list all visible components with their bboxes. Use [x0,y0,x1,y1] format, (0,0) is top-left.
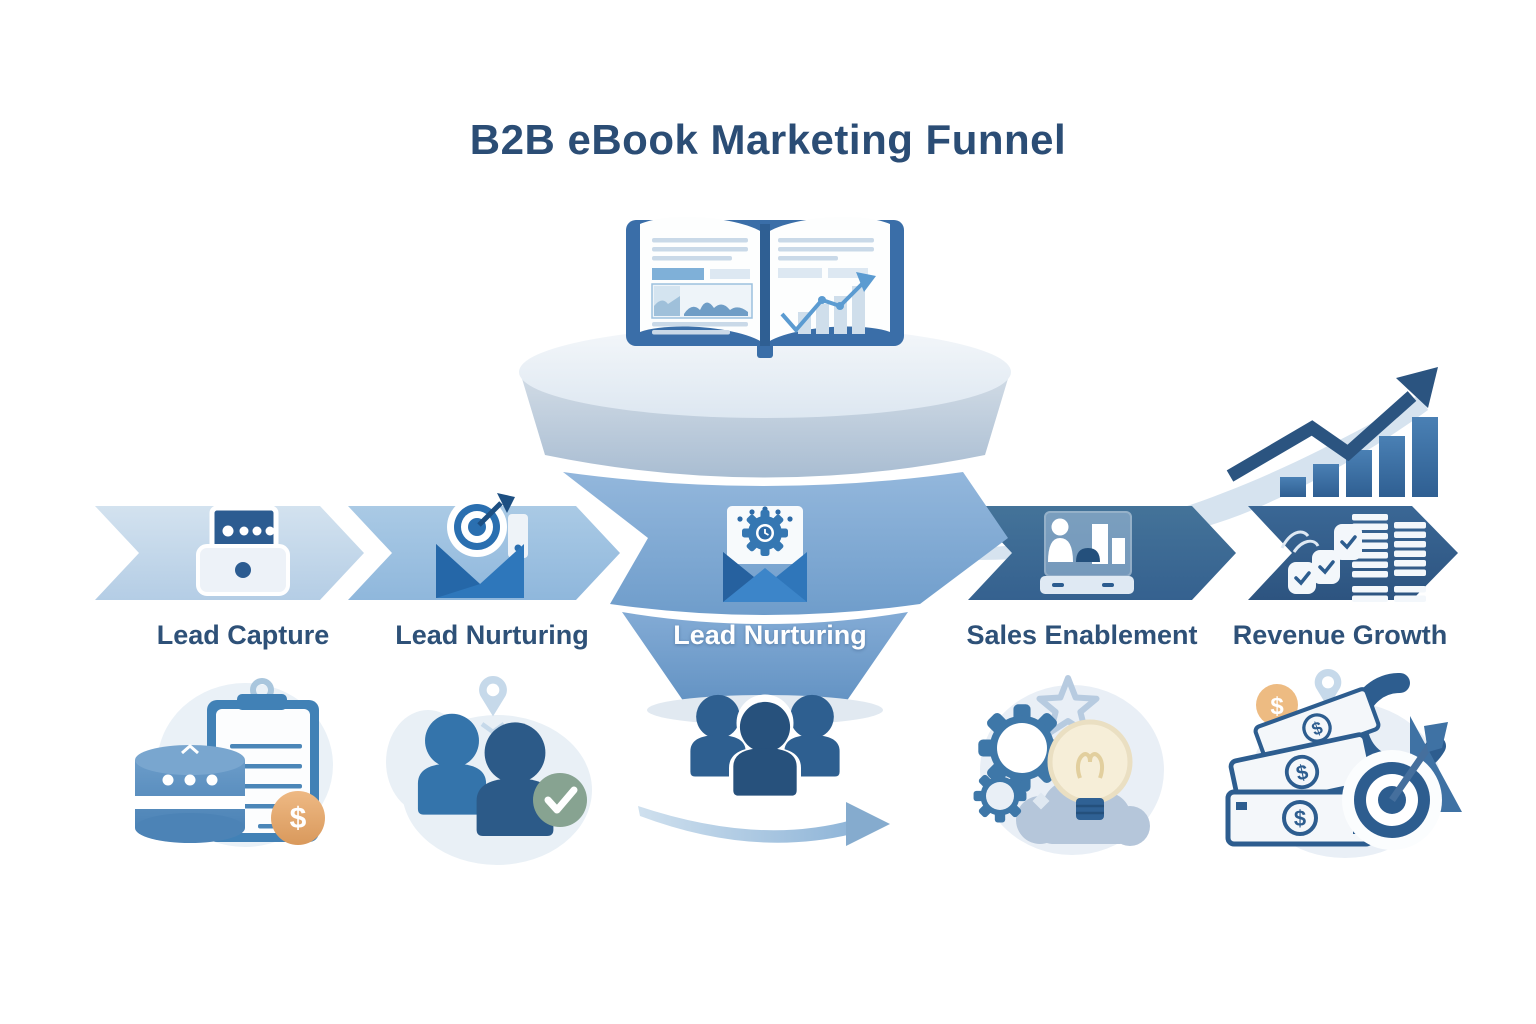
people-check-pin-illustration [386,675,592,865]
money-target-growth-illustration: $ $ $ $ [1225,668,1462,858]
stage-label-lead-nurturing: Lead Nurturing [395,620,589,650]
diagram-title: B2B eBook Marketing Funnel [469,116,1067,163]
leads-group-icon [690,694,840,801]
svg-text:$: $ [1294,806,1306,831]
gear-mail-icon [723,506,807,602]
open-ebook-icon [626,217,904,358]
star-icon [1036,675,1100,736]
check-badge-icon [533,773,587,827]
database-cylinder [135,744,245,843]
target-envelope-icon [436,493,528,598]
svg-text:$: $ [290,802,307,835]
stage-label-revenue-growth: Revenue Growth [1232,620,1448,650]
location-pin-icon [479,675,507,717]
svg-text:$: $ [1294,761,1311,786]
cloud-icon [1016,780,1150,846]
funnel-lower-section [622,612,908,709]
stage-label-sales-enablement: Sales Enablement [966,620,1198,650]
inbox-form-icon [196,505,290,596]
rising-bars-arrow-icon [1226,367,1438,497]
funnel-top-ellipse [519,326,1011,418]
stage-label-lead-capture: Lead Capture [156,620,330,650]
presentation-board-icon [1040,511,1134,594]
stage-label-funnel-lead-nurturing: Lead Nurturing [673,620,867,650]
dollar-coin-icon [271,791,325,845]
svg-text:$: $ [1270,693,1284,720]
coin-stacks-icon [1280,514,1426,602]
lightbulb-icon [1047,719,1133,820]
curved-right-arrow-icon [638,802,890,846]
target-dart-icon [1342,722,1448,850]
gears-lightbulb-idea-illustration [973,675,1164,855]
clipboard-database-coin-illustration: $ [135,678,333,847]
